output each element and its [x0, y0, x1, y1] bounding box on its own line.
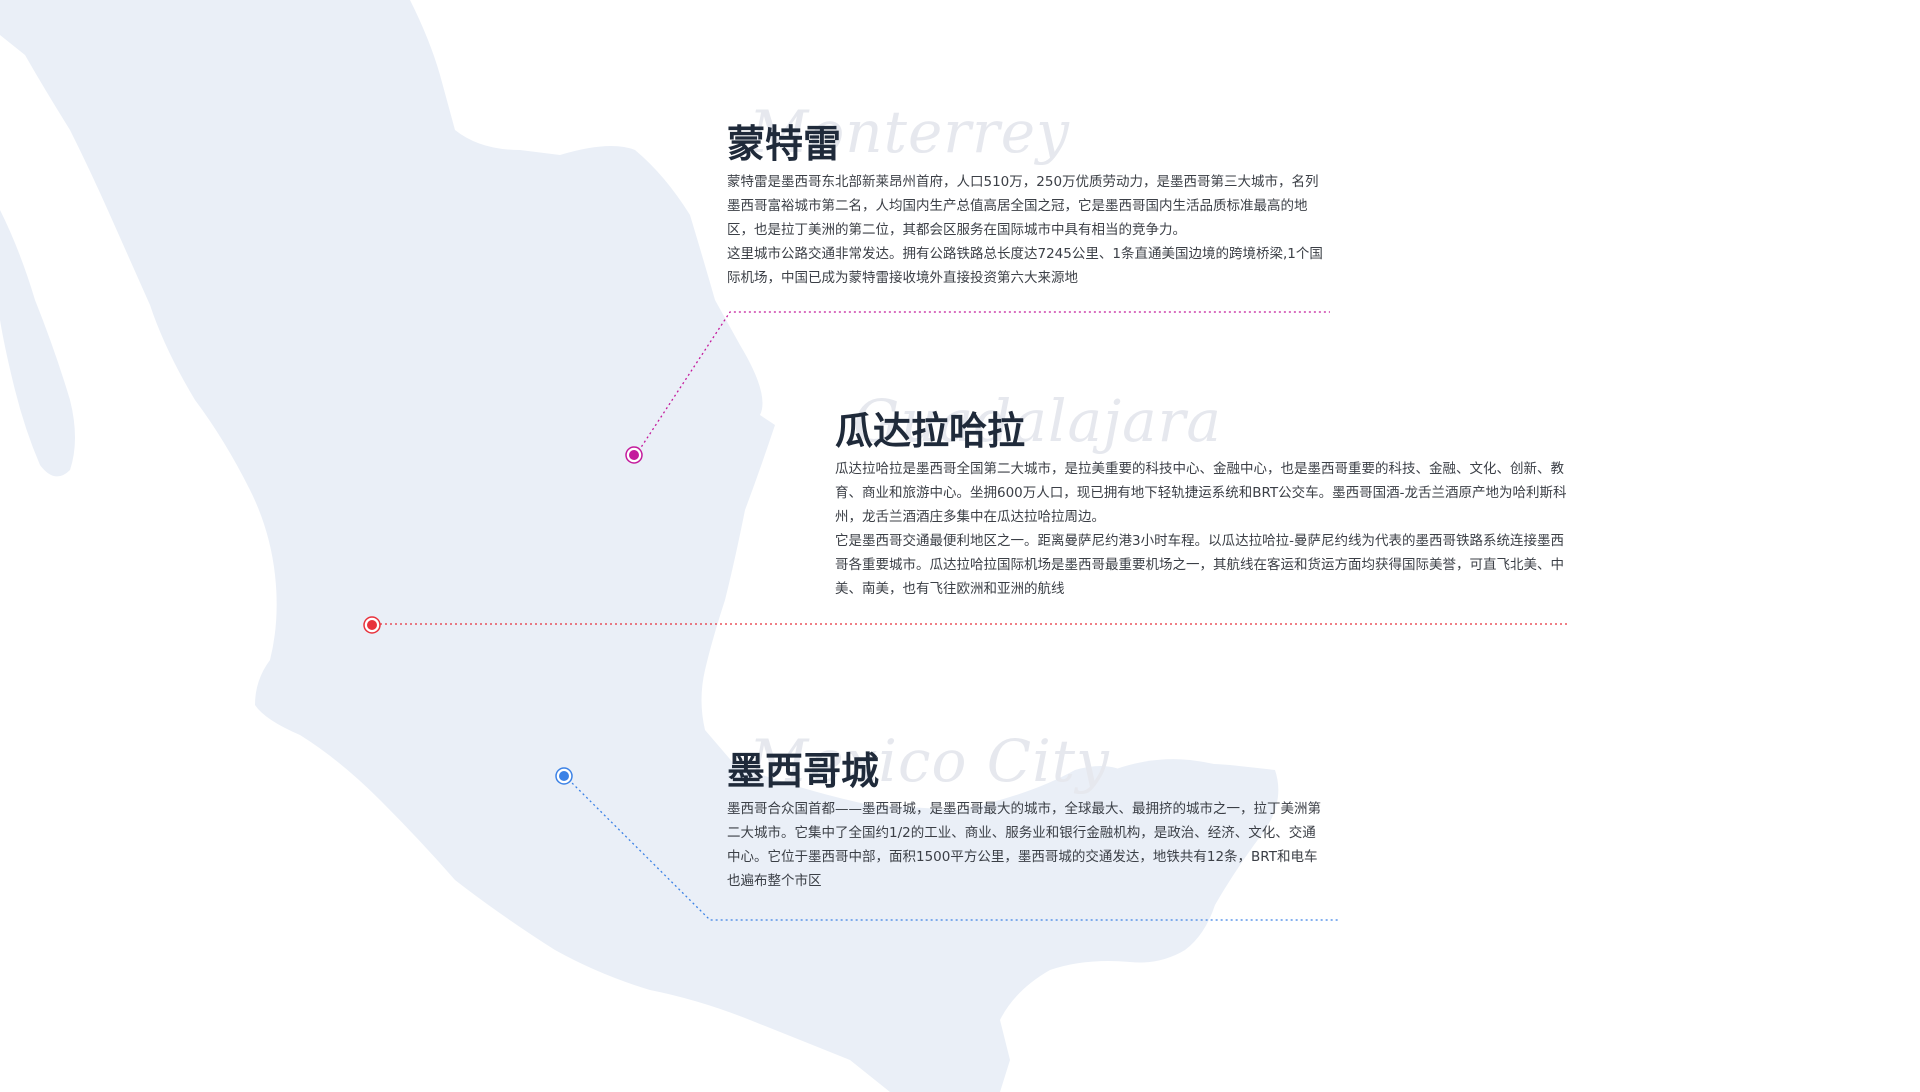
guadalajara-marker-dot — [367, 620, 377, 630]
guadalajara-description: 瓜达拉哈拉是墨西哥全国第二大城市，是拉美重要的科技中心、金融中心，也是墨西哥重要… — [835, 457, 1567, 601]
mexico-city-info: Mexico City 墨西哥城 墨西哥合众国首都——墨西哥城，是墨西哥最大的城… — [727, 727, 1327, 893]
mexico-city-watermark: Mexico City — [749, 727, 1110, 795]
guadalajara-paragraph-1: 瓜达拉哈拉是墨西哥全国第二大城市，是拉美重要的科技中心、金融中心，也是墨西哥重要… — [835, 461, 1567, 525]
monterrey-paragraph-1: 蒙特雷是墨西哥东北部新莱昂州首府，人口510万，250万优质劳动力，是墨西哥第三… — [727, 174, 1319, 238]
mexico-city-title: 墨西哥城 — [727, 749, 880, 793]
island-shape — [1090, 759, 1270, 842]
monterrey-watermark: Monterrey — [749, 98, 1070, 166]
monterrey-marker-dot — [629, 450, 639, 460]
peninsula-shape — [0, 210, 75, 477]
guadalajara-paragraph-2: 它是墨西哥交通最便利地区之一。距离曼萨尼约港3小时车程。以瓜达拉哈拉-曼萨尼约线… — [835, 533, 1564, 597]
guadalajara-info: Guadalajara 瓜达拉哈拉 瓜达拉哈拉是墨西哥全国第二大城市，是拉美重要… — [835, 387, 1567, 601]
monterrey-info: Monterrey 蒙特雷 蒙特雷是墨西哥东北部新莱昂州首府，人口510万，25… — [727, 98, 1327, 290]
monterrey-title: 蒙特雷 — [727, 122, 842, 166]
mexico-city-paragraph-1: 墨西哥合众国首都——墨西哥城，是墨西哥最大的城市，全球最大、最拥挤的城市之一，拉… — [727, 801, 1321, 889]
guadalajara-watermark: Guadalajara — [853, 387, 1222, 455]
mexico-city-marker-dot — [559, 771, 569, 781]
monterrey-connector-line — [635, 311, 1330, 456]
monterrey-paragraph-2: 这里城市公路交通非常发达。拥有公路铁路总长度达7245公里、1条直通美国边境的跨… — [727, 246, 1323, 286]
monterrey-description: 蒙特雷是墨西哥东北部新莱昂州首府，人口510万，250万优质劳动力，是墨西哥第三… — [727, 170, 1327, 290]
guadalajara-title: 瓜达拉哈拉 — [835, 409, 1026, 453]
mainland-shape — [0, 0, 1279, 1092]
mexico-city-description: 墨西哥合众国首都——墨西哥城，是墨西哥最大的城市，全球最大、最拥挤的城市之一，拉… — [727, 797, 1327, 893]
